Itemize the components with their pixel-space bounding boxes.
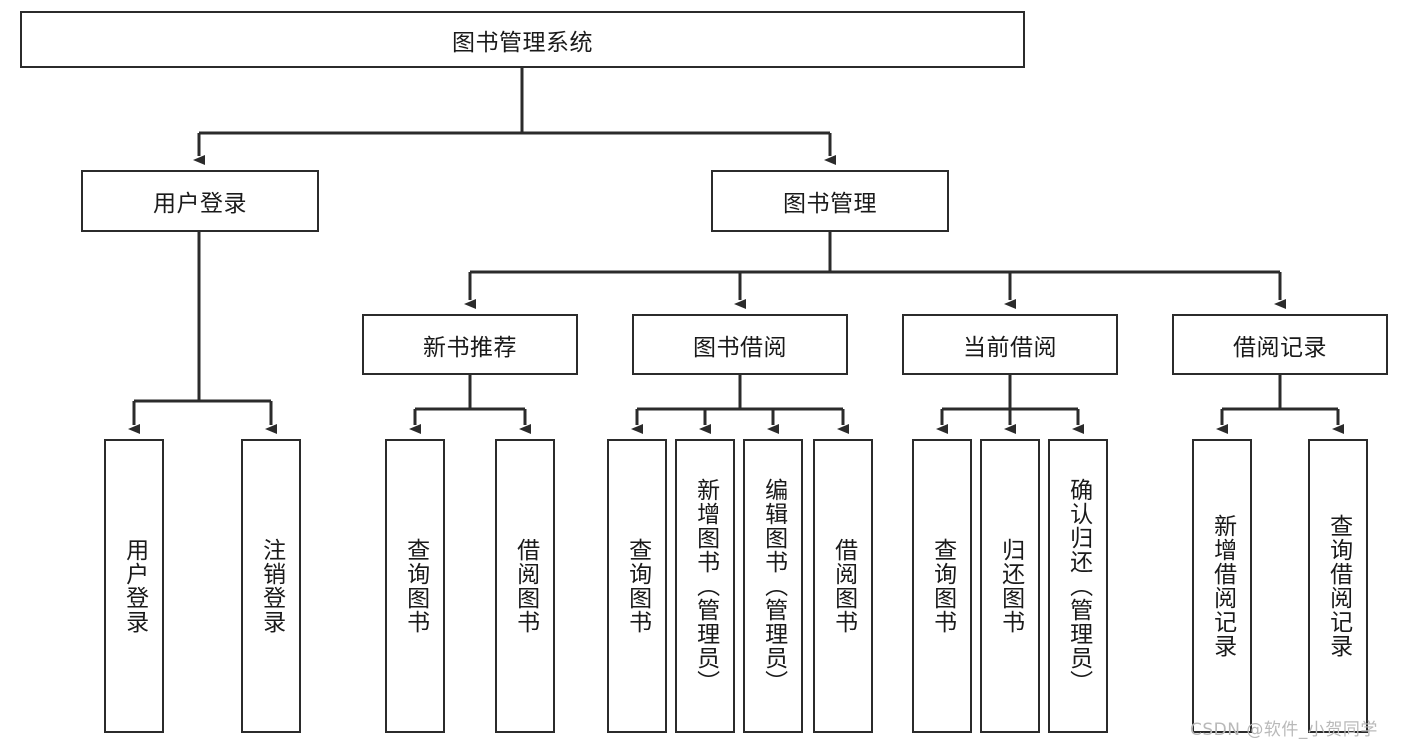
leaf-label: 借阅图书 xyxy=(830,538,857,634)
node-new-book-recommend[interactable]: 新书推荐 xyxy=(362,314,578,375)
leaf-label: 借阅图书 xyxy=(512,538,539,634)
leaf-book-borrow-query[interactable]: 查询图书 xyxy=(607,439,667,733)
leaf-label: 查询图书 xyxy=(624,538,651,634)
leaf-label: 归还图书 xyxy=(997,538,1024,634)
leaf-label: 用户登录 xyxy=(121,538,148,634)
leaf-user-login-login[interactable]: 用户登录 xyxy=(104,439,164,733)
leaf-current-borrow-return[interactable]: 归还图书 xyxy=(980,439,1040,733)
leaf-user-login-logout[interactable]: 注销登录 xyxy=(241,439,301,733)
node-user-login-label: 用户登录 xyxy=(153,191,247,217)
node-user-login[interactable]: 用户登录 xyxy=(81,170,319,232)
leaf-label: 查询图书 xyxy=(402,538,429,634)
node-root-label: 图书管理系统 xyxy=(452,29,593,56)
leaf-label: 编辑图书（管理员） xyxy=(760,478,787,694)
node-book-management-label: 图书管理 xyxy=(783,191,877,217)
leaf-book-borrow-edit[interactable]: 编辑图书（管理员） xyxy=(743,439,803,733)
watermark: CSDN @软件_小贺同学 xyxy=(1190,720,1378,740)
leaf-label: 新增借阅记录 xyxy=(1209,514,1236,658)
leaf-new-book-borrow[interactable]: 借阅图书 xyxy=(495,439,555,733)
node-borrow-record-label: 借阅记录 xyxy=(1233,334,1327,361)
leaf-label: 查询图书 xyxy=(929,538,956,634)
node-book-borrow-label: 图书借阅 xyxy=(693,334,787,361)
leaf-current-borrow-query[interactable]: 查询图书 xyxy=(912,439,972,733)
leaf-label: 注销登录 xyxy=(258,538,285,634)
leaf-borrow-record-query[interactable]: 查询借阅记录 xyxy=(1308,439,1368,733)
leaf-new-book-query[interactable]: 查询图书 xyxy=(385,439,445,733)
node-borrow-record[interactable]: 借阅记录 xyxy=(1172,314,1388,375)
node-new-book-recommend-label: 新书推荐 xyxy=(423,334,517,361)
node-current-borrow-label: 当前借阅 xyxy=(963,334,1057,361)
node-book-management[interactable]: 图书管理 xyxy=(711,170,949,232)
leaf-label: 新增图书（管理员） xyxy=(692,478,719,694)
leaf-label: 确认归还（管理员） xyxy=(1065,478,1092,694)
node-root[interactable]: 图书管理系统 xyxy=(20,11,1025,68)
node-book-borrow[interactable]: 图书借阅 xyxy=(632,314,848,375)
leaf-book-borrow-add[interactable]: 新增图书（管理员） xyxy=(675,439,735,733)
leaf-label: 查询借阅记录 xyxy=(1325,514,1352,658)
leaf-current-borrow-confirm-return[interactable]: 确认归还（管理员） xyxy=(1048,439,1108,733)
leaf-borrow-record-add[interactable]: 新增借阅记录 xyxy=(1192,439,1252,733)
leaf-book-borrow-borrow[interactable]: 借阅图书 xyxy=(813,439,873,733)
node-current-borrow[interactable]: 当前借阅 xyxy=(902,314,1118,375)
